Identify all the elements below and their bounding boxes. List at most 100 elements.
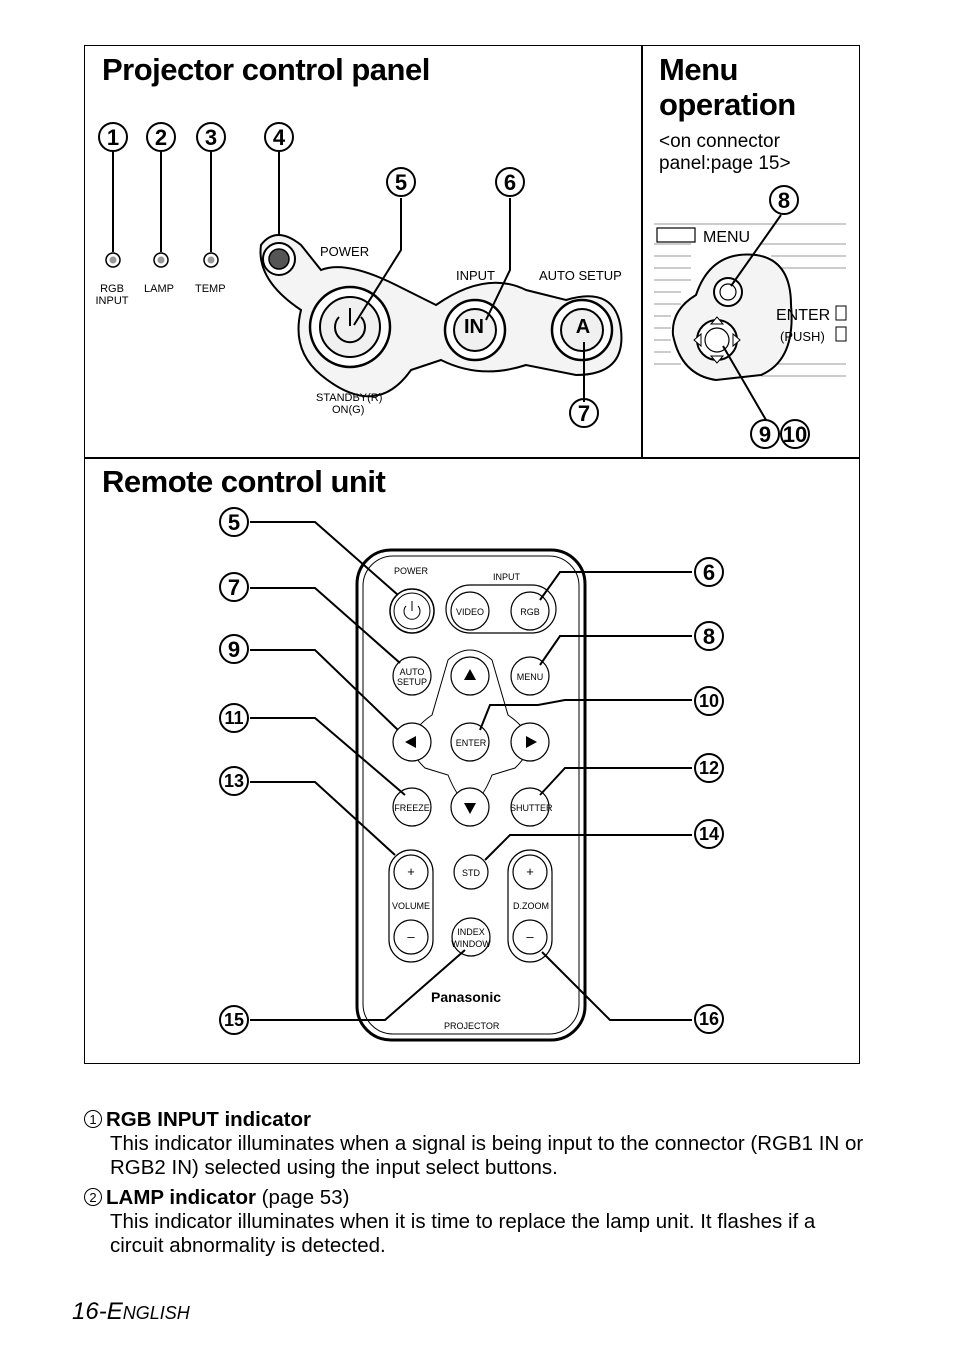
remote-enter-button[interactable] xyxy=(450,722,490,762)
remote-left-button[interactable] xyxy=(392,722,432,762)
menu-label-push: (PUSH) xyxy=(780,329,825,344)
remote-label-power: POWER xyxy=(394,566,429,576)
remote-label-index2: WINDOW xyxy=(451,939,491,949)
remote-callout-14: 14 xyxy=(694,819,724,849)
remote-power-button[interactable] xyxy=(389,588,435,634)
remote-down-button[interactable] xyxy=(450,787,490,827)
projector-panel-frame xyxy=(84,45,643,459)
footer-lang-first: E xyxy=(106,1298,123,1325)
remote-label-dzoom-plus: + xyxy=(526,864,534,879)
remote-label-vol-plus: + xyxy=(407,864,415,879)
remote-callout-5: 5 xyxy=(219,507,249,537)
remote-volume-plus-button[interactable] xyxy=(393,854,429,890)
remote-right-button[interactable] xyxy=(510,722,550,762)
remote-label-freeze: FREEZE xyxy=(394,803,430,813)
projector-panel-diagram xyxy=(105,152,623,402)
remote-video-button[interactable] xyxy=(450,591,490,631)
callout-1: 1 xyxy=(98,122,128,152)
menu-title-line2: operation xyxy=(659,87,796,122)
callout-10: 10 xyxy=(780,419,810,449)
callout-8: 8 xyxy=(769,185,799,215)
description-1-title: RGB INPUT indicator xyxy=(106,1108,312,1131)
remote-label-shutter: SHUTTER xyxy=(510,803,553,813)
led-label-lamp: LAMP xyxy=(144,283,174,295)
lens-button-4 xyxy=(262,242,296,276)
panel-title: Projector control panel xyxy=(102,52,430,87)
remote-label-index1: INDEX xyxy=(457,927,485,937)
remote-diagram xyxy=(250,521,692,1042)
footer-page: 16- xyxy=(72,1298,107,1325)
callout-5: 5 xyxy=(386,167,416,197)
description-2-body: This indicator illuminates when it is ti… xyxy=(110,1210,816,1257)
remote-label-std: STD xyxy=(462,868,480,878)
remote-brand: Panasonic xyxy=(431,989,502,1005)
remote-label-dzoom-minus: – xyxy=(526,929,534,944)
remote-model: PROJECTOR xyxy=(444,1021,500,1031)
panel-auto-setup-button[interactable] xyxy=(550,298,614,362)
remote-callout-12: 12 xyxy=(694,753,724,783)
remote-std-button[interactable] xyxy=(453,854,489,890)
menu-button-8[interactable] xyxy=(713,277,743,307)
footer-lang-rest: NGLISH xyxy=(122,1303,190,1323)
panel-label-input: INPUT xyxy=(456,268,495,283)
remote-rgb-button[interactable] xyxy=(510,591,550,631)
remote-callout-11: 11 xyxy=(219,703,249,733)
led-temp xyxy=(203,252,219,268)
panel-label-in: IN xyxy=(464,316,484,338)
callout-7: 7 xyxy=(569,398,599,428)
remote-dzoom-plus-button[interactable] xyxy=(512,854,548,890)
led-lamp xyxy=(153,252,169,268)
description-2-num: 2 xyxy=(84,1188,102,1206)
remote-label-input: INPUT xyxy=(493,572,520,582)
remote-title: Remote control unit xyxy=(102,464,386,499)
remote-volume-minus-button[interactable] xyxy=(393,919,429,955)
remote-auto-setup-button[interactable] xyxy=(392,656,432,696)
callout-9: 9 xyxy=(750,419,780,449)
remote-shutter-button[interactable] xyxy=(510,787,550,827)
led-rgb-input xyxy=(105,252,121,268)
remote-label-enter: ENTER xyxy=(455,738,487,748)
menu-diagram xyxy=(654,214,847,420)
enter-joystick[interactable] xyxy=(693,316,741,364)
remote-label-auto2: SETUP xyxy=(396,677,427,687)
menu-note-line1: <on connector xyxy=(659,131,780,152)
description-2-suffix: (page 53) xyxy=(255,1186,350,1209)
description-2-title: LAMP indicator xyxy=(106,1186,256,1209)
remote-label-rgb: RGB xyxy=(520,607,540,617)
remote-up-button[interactable] xyxy=(450,656,490,696)
panel-label-power: POWER xyxy=(320,244,370,259)
callout-2: 2 xyxy=(146,122,176,152)
menu-operation-frame xyxy=(641,45,860,459)
callout-3: 3 xyxy=(196,122,226,152)
remote-callout-6: 6 xyxy=(694,557,724,587)
menu-label-enter: ENTER xyxy=(776,307,831,324)
remote-callout-10: 10 xyxy=(694,686,724,716)
remote-label-auto1: AUTO xyxy=(399,667,425,677)
menu-note-line2: panel:page 15> xyxy=(659,153,791,174)
remote-control-frame xyxy=(84,457,860,1064)
panel-label-on: ON(G) xyxy=(332,404,365,416)
remote-callout-15: 15 xyxy=(219,1005,249,1035)
remote-dzoom-minus-button[interactable] xyxy=(512,919,548,955)
remote-callout-8: 8 xyxy=(694,621,724,651)
menu-label-menu: MENU xyxy=(703,229,751,246)
description-1-body: This indicator illuminates when a signal… xyxy=(110,1132,864,1179)
remote-label-dzoom: D.ZOOM xyxy=(513,901,549,911)
remote-callout-16: 16 xyxy=(694,1004,724,1034)
led-label-rgb: RGB INPUT xyxy=(95,283,129,307)
led-label-temp: TEMP xyxy=(195,283,226,295)
remote-callout-9: 9 xyxy=(219,634,249,664)
panel-label-auto-setup: AUTO SETUP xyxy=(539,268,622,283)
remote-label-vol-minus: – xyxy=(407,929,415,944)
remote-index-window-button[interactable] xyxy=(451,917,491,957)
remote-callout-7: 7 xyxy=(219,572,249,602)
callout-6: 6 xyxy=(495,167,525,197)
remote-callout-13: 13 xyxy=(219,766,249,796)
panel-power-button[interactable] xyxy=(308,285,392,369)
menu-title-line1: Menu xyxy=(659,52,738,87)
remote-freeze-button[interactable] xyxy=(392,787,432,827)
remote-menu-button[interactable] xyxy=(510,656,550,696)
remote-label-volume: VOLUME xyxy=(391,901,430,911)
